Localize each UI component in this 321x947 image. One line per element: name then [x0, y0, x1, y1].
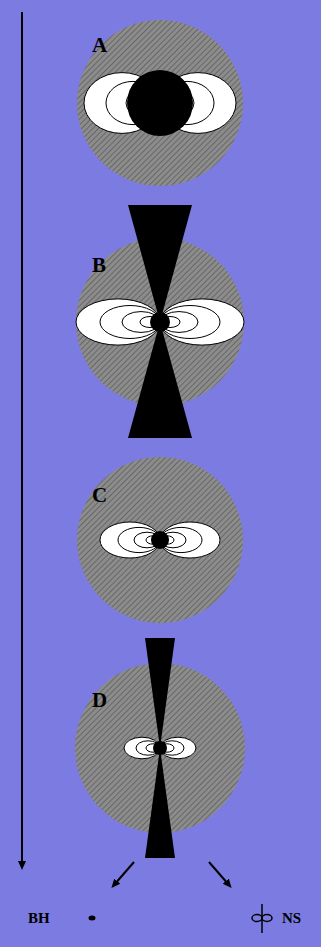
collapsing-core — [151, 531, 169, 549]
field-loop — [160, 299, 244, 345]
stage-circle: C — [77, 457, 243, 623]
jet-cone — [145, 638, 175, 748]
collapsing-core — [150, 312, 170, 332]
stage-circle: D — [75, 663, 245, 833]
stage-figure — [75, 638, 245, 858]
stage-figure — [77, 20, 243, 186]
outcome-label: BH — [28, 911, 50, 926]
outcome-arrow — [114, 862, 134, 885]
stage-letter: D — [92, 690, 107, 711]
black-hole-symbol — [89, 916, 96, 921]
stellar-envelope — [77, 457, 243, 623]
field-loop — [76, 299, 160, 345]
stage-figure — [76, 205, 244, 438]
stage-letter: A — [92, 35, 107, 56]
stage-circle: B — [76, 238, 244, 406]
stage-letter: B — [92, 255, 106, 276]
stage-letter: C — [92, 485, 107, 506]
outcome-arrow — [209, 862, 229, 885]
collapsing-core — [127, 70, 193, 136]
collapsing-core — [153, 741, 167, 755]
time-arrow — [21, 12, 23, 866]
stellar-envelope — [77, 20, 243, 186]
outcome-label: NS — [282, 911, 301, 926]
stage-figure — [77, 457, 243, 623]
stage-circle: A — [77, 20, 243, 186]
jet-cone — [145, 748, 175, 858]
neutron-star-symbol — [252, 904, 272, 933]
